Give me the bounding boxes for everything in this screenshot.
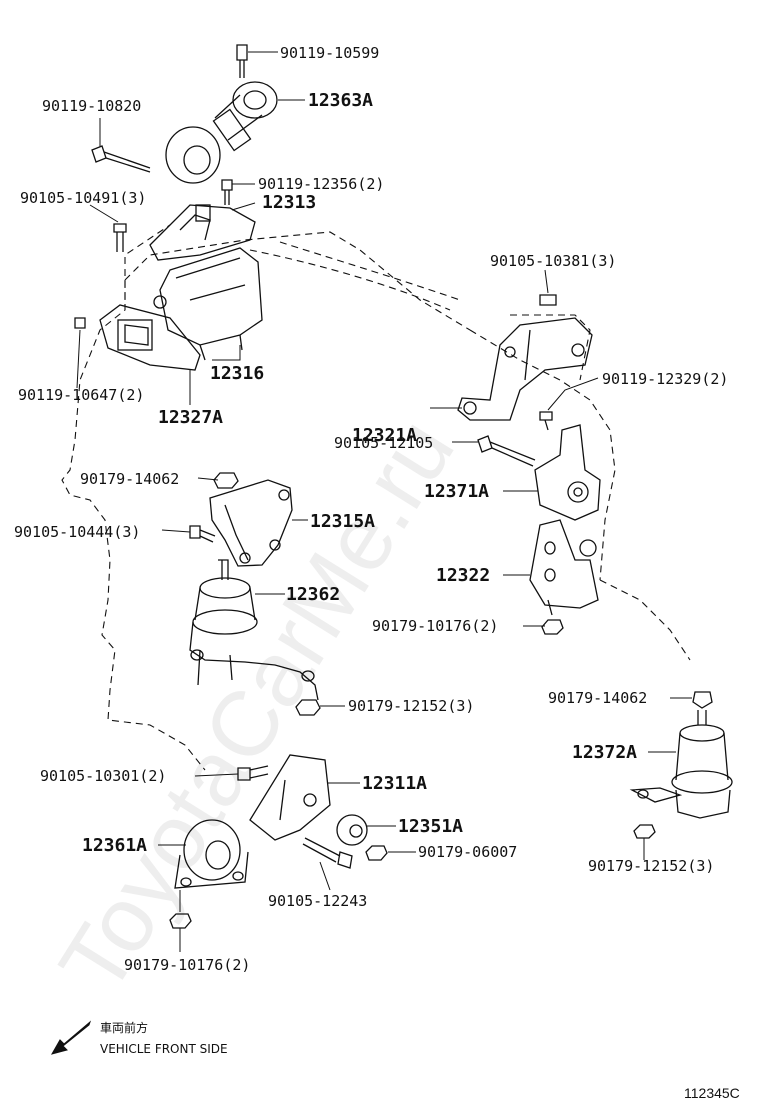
mount-12371A (534, 424, 601, 521)
label-90119-10820: 90119-10820 (42, 97, 141, 115)
bolt-90119-12329 (539, 411, 553, 431)
nut-90179-06007 (365, 845, 388, 861)
label-90105-10444: 90105-10444(3) (14, 523, 140, 541)
bolt-90105-10301 (237, 765, 269, 781)
bushing-12351A (336, 814, 368, 846)
label-90179-14062-lower: 90179-14062 (548, 689, 647, 707)
label-12322: 12322 (436, 565, 490, 586)
bolt-90105-10491 (113, 223, 127, 252)
mount-12372A (629, 691, 733, 839)
label-12372A: 12372A (572, 742, 637, 763)
mount-12361A (174, 819, 249, 889)
mount-12362 (189, 559, 319, 701)
bracket-12311A (249, 754, 331, 841)
bracket-12313 (149, 204, 256, 261)
nut-90179-12152-middle (295, 699, 321, 716)
label-90179-12152-middle: 90179-12152(3) (348, 697, 474, 715)
torque-rod-12363A (165, 44, 278, 184)
label-90119-12329: 90119-12329(2) (602, 370, 728, 388)
leader-lines (76, 51, 692, 952)
bracket-12327A (74, 304, 201, 371)
bracket-12322 (529, 519, 599, 616)
label-90105-12105: 90105-12105 (334, 434, 433, 452)
label-90105-10381: 90105-10381(3) (490, 252, 616, 270)
label-12362: 12362 (286, 584, 340, 605)
label-90179-10176-bottom: 90179-10176(2) (124, 956, 250, 974)
figure-code: 112345C (684, 1085, 740, 1101)
direction-label-en: VEHICLE FRONT SIDE (100, 1042, 228, 1056)
bolt-90119-10820 (91, 145, 151, 173)
label-90179-06007: 90179-06007 (418, 843, 517, 861)
bracket-12321A (457, 294, 593, 421)
label-12363A: 12363A (308, 90, 373, 111)
arrow-down-left-icon (50, 1020, 92, 1055)
label-90119-10599: 90119-10599 (280, 44, 379, 62)
label-12311A: 12311A (362, 773, 427, 794)
label-90179-10176-right: 90179-10176(2) (372, 617, 498, 635)
label-12361A: 12361A (82, 835, 147, 856)
label-12371A: 12371A (424, 481, 489, 502)
label-12315A: 12315A (310, 511, 375, 532)
bracket-12316 (153, 247, 263, 361)
direction-label-jp: 車両前方 (100, 1020, 148, 1035)
bolt-90119-12356 (221, 179, 233, 205)
label-90179-14062-upper: 90179-14062 (80, 470, 179, 488)
bolt-90105-10444 (189, 525, 216, 543)
vehicle-front-direction: 車両前方 VEHICLE FRONT SIDE (50, 1020, 228, 1056)
label-12327A: 12327A (158, 407, 223, 428)
bracket-12315A (209, 479, 293, 567)
label-90105-10491: 90105-10491(3) (20, 189, 146, 207)
label-90119-12356: 90119-12356(2) (258, 175, 384, 193)
label-90105-10301: 90105-10301(2) (40, 767, 166, 785)
label-90119-10647: 90119-10647(2) (18, 386, 144, 404)
nut-90179-14062-upper (213, 472, 239, 489)
bolt-90105-12243 (302, 837, 353, 869)
bolt-90105-12105 (477, 435, 536, 467)
label-90105-12243: 90105-12243 (268, 892, 367, 910)
label-90179-12152-right: 90179-12152(3) (588, 857, 714, 875)
label-12351A: 12351A (398, 816, 463, 837)
nut-90179-10176-bottom (169, 890, 192, 929)
nut-90179-10176-right (541, 619, 564, 635)
label-12313: 12313 (262, 192, 316, 213)
label-12316: 12316 (210, 363, 264, 384)
label-12321A: 12321A (352, 425, 417, 446)
part-labels: 90119-10599 12363A 90119-10820 90119-123… (14, 44, 728, 974)
